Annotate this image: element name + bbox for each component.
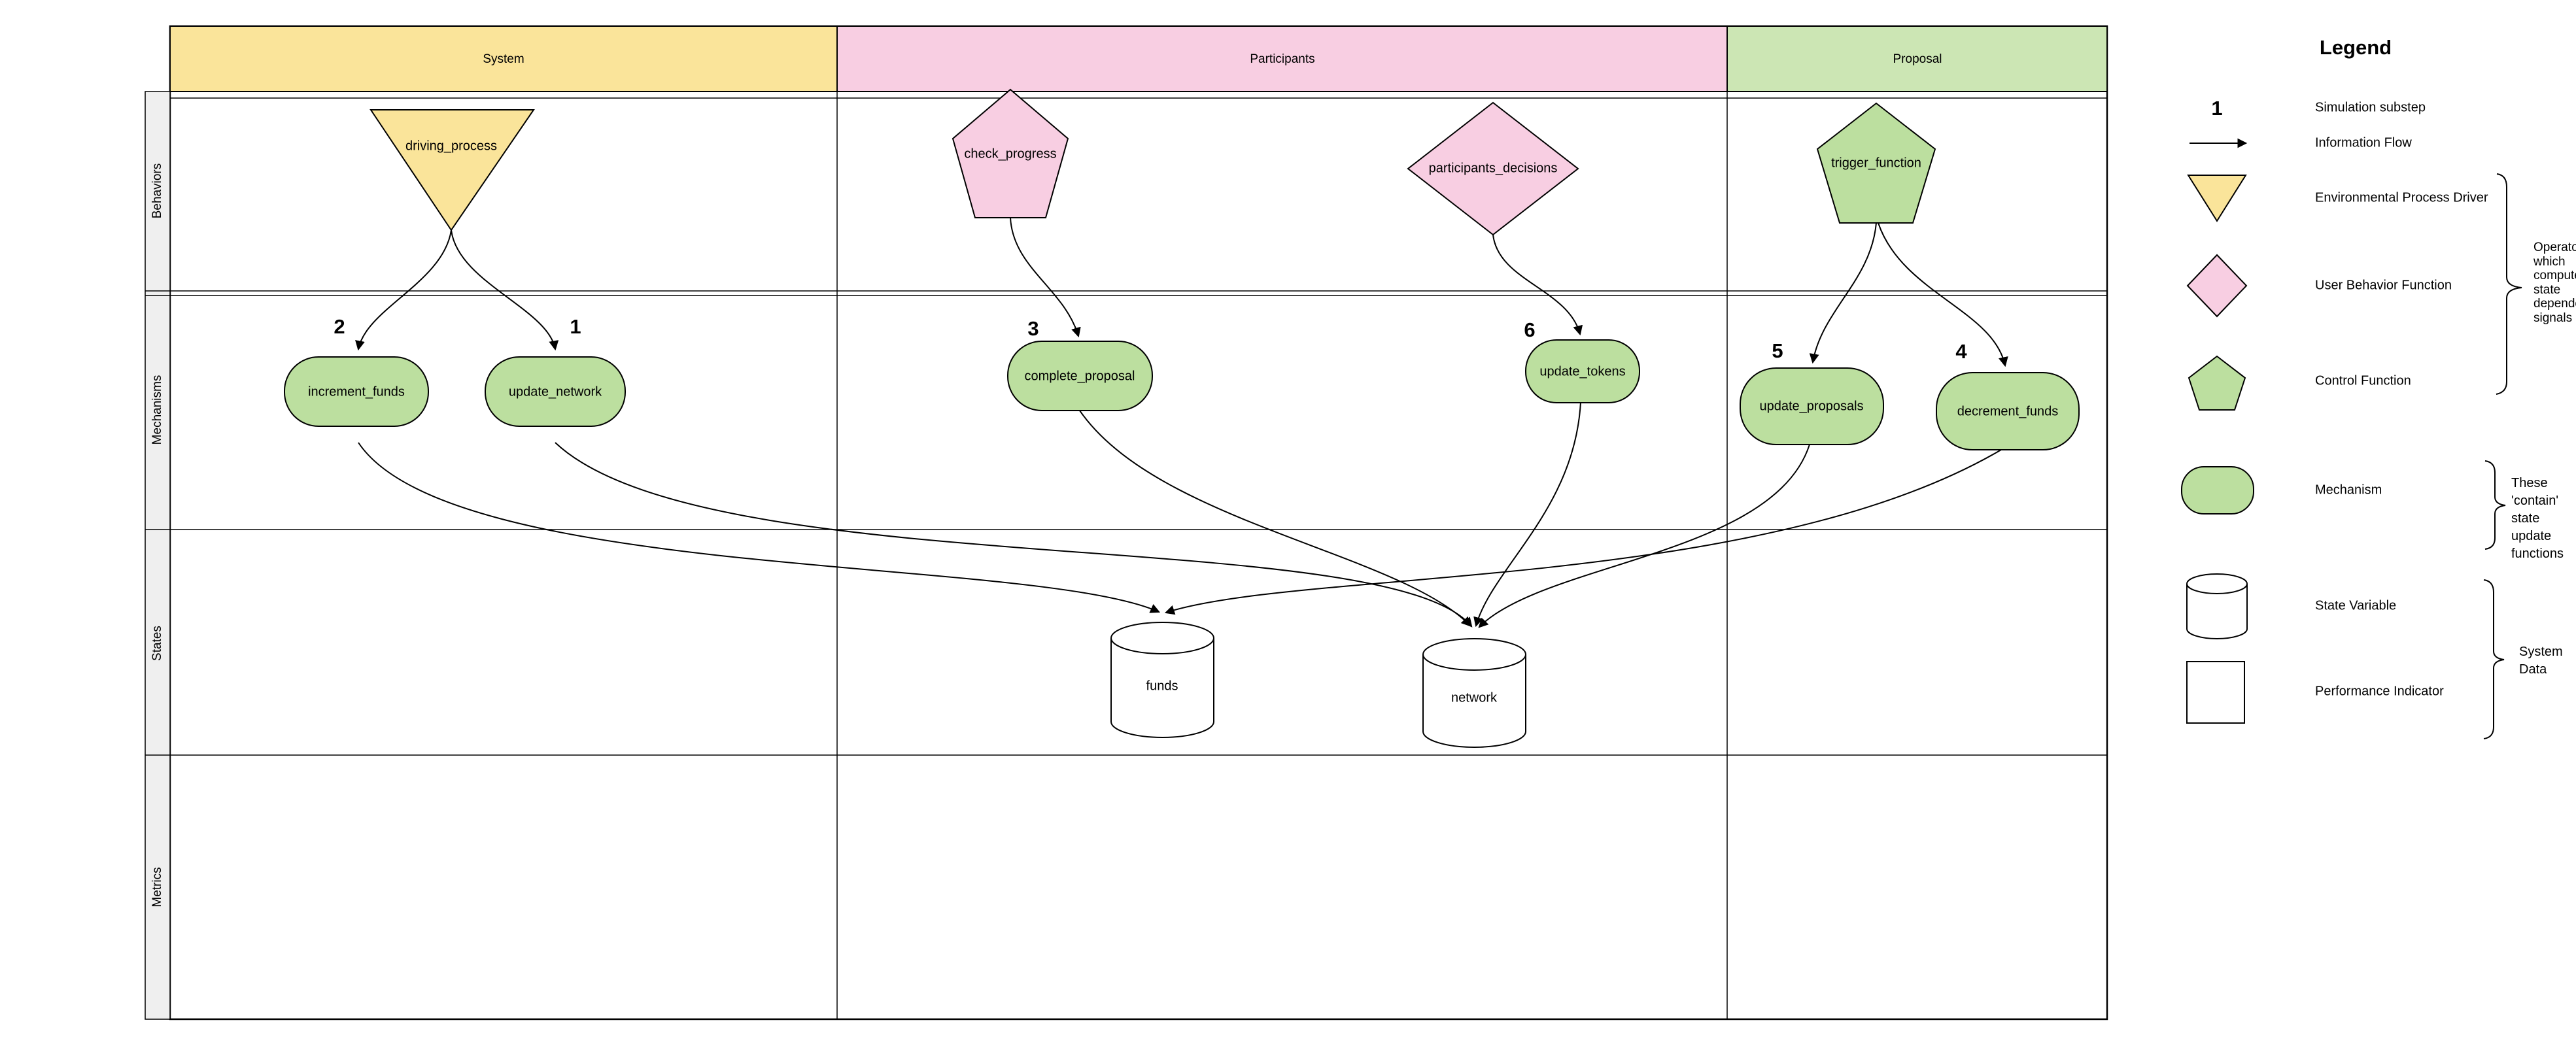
annotation-line: functions: [2511, 547, 2564, 561]
edge-driving-process-increment-funds[interactable]: [355, 229, 452, 351]
node-update-network[interactable]: [485, 356, 626, 427]
node-label-participants-decisions: participants_decisions: [1428, 161, 1558, 176]
brace-operators: [2496, 173, 2522, 395]
legend-label-performance-indicator: Performance Indicator: [2315, 684, 2444, 699]
node-label-funds: funds: [1146, 679, 1178, 694]
node-label-check-progress: check_progress: [964, 146, 1057, 161]
node-label-increment-funds: increment_funds: [308, 384, 405, 399]
substep-number-update-proposals: 5: [1772, 339, 1783, 362]
edge-trigger-function-update-proposals[interactable]: [1809, 222, 1877, 364]
header-label-proposal: Proposal: [1893, 52, 1942, 66]
annotation-line: dependent: [2533, 297, 2576, 311]
node-label-network: network: [1451, 690, 1498, 705]
legend-label-mechanism: Mechanism: [2315, 482, 2382, 498]
legend-cylinder-icon-top: [2186, 573, 2248, 594]
node-check-progress-pentagon[interactable]: [952, 88, 1069, 218]
column-header-proposal: [1726, 25, 2108, 92]
legend-diamond-icon: [2186, 254, 2248, 318]
annotation-line: state: [2511, 511, 2540, 526]
legend-substep-number-icon: 1: [2211, 97, 2223, 120]
node-label-update-proposals: update_proposals: [1759, 399, 1864, 414]
annotation-system-data: System Data: [2519, 643, 2563, 679]
legend-stadium-icon: [2181, 466, 2254, 515]
substep-number-update-tokens: 6: [1524, 318, 1536, 341]
edge-participants-decisions-update-tokens[interactable]: [1492, 234, 1583, 336]
legend-pentagon-icon: [2188, 355, 2246, 411]
header-label-system: System: [483, 52, 524, 66]
annotation-operators-signals: Operators which compute state dependent …: [2533, 241, 2576, 325]
legend-label-information-flow: Information Flow: [2315, 135, 2412, 150]
node-funds-cylinder-body[interactable]: [1110, 638, 1214, 738]
legend-label-state-variable: State Variable: [2315, 598, 2397, 613]
node-label-driving-process: driving_process: [405, 139, 498, 154]
annotation-line: signals: [2533, 311, 2573, 325]
node-update-tokens[interactable]: [1525, 339, 1640, 403]
node-participants-decisions-diamond[interactable]: [1407, 101, 1579, 236]
row-label-strip: [145, 91, 171, 1020]
annotation-line: compute: [2533, 269, 2576, 282]
substep-number-increment-funds: 2: [334, 315, 345, 338]
edge-decrement-funds-funds[interactable]: [1164, 449, 2002, 615]
legend-label-environmental-process-driver: Environmental Process Driver: [2315, 190, 2488, 205]
header-label-participants: Participants: [1250, 52, 1315, 66]
row-label-behaviors: Behaviors: [150, 163, 164, 219]
annotation-line: Operators: [2533, 241, 2576, 254]
node-label-complete-proposal: complete_proposal: [1024, 369, 1135, 384]
legend-label-control-function: Control Function: [2315, 373, 2411, 388]
node-funds-cylinder-top[interactable]: [1110, 622, 1214, 654]
annotation-line: 'contain': [2511, 494, 2559, 508]
node-network-cylinder-top[interactable]: [1422, 638, 1526, 671]
brace-system-data: [2483, 579, 2505, 739]
brace-mechanism: [2484, 460, 2506, 550]
swimlane-grid: [145, 25, 2108, 1021]
node-label-update-network: update_network: [508, 384, 602, 399]
annotation-line: state: [2533, 282, 2561, 297]
annotation-line: update: [2511, 529, 2552, 543]
row-label-mechanisms: Mechanisms: [150, 375, 164, 445]
node-complete-proposal[interactable]: [1007, 341, 1153, 411]
annotation-contain-state-update: These 'contain' state update functions: [2511, 475, 2564, 563]
legend-cylinder-icon-body: [2186, 584, 2248, 639]
annotation-line: Data: [2519, 662, 2547, 677]
legend-title: Legend: [2319, 36, 2392, 59]
edge-update-tokens-network[interactable]: [1473, 401, 1581, 628]
grid-outer-border: [169, 25, 2108, 1021]
annotation-line: which: [2533, 254, 2566, 269]
edges: [355, 217, 2008, 628]
node-label-decrement-funds: decrement_funds: [1957, 404, 2059, 419]
annotation-line: System: [2519, 645, 2563, 659]
legend-label-simulation-substep: Simulation substep: [2315, 100, 2426, 115]
legend-label-user-behavior-function: User Behavior Function: [2315, 278, 2452, 293]
node-driving-process-triangle[interactable]: [369, 109, 535, 231]
edge-update-network-network[interactable]: [555, 442, 1473, 628]
edge-increment-funds-funds[interactable]: [358, 442, 1161, 613]
row-label-states: States: [150, 626, 164, 661]
node-increment-funds[interactable]: [284, 356, 429, 427]
edge-driving-process-update-network[interactable]: [451, 229, 559, 351]
node-update-proposals[interactable]: [1740, 367, 1884, 445]
edge-complete-proposal-network[interactable]: [1079, 410, 1471, 627]
edge-trigger-function-decrement-funds[interactable]: [1878, 222, 2008, 367]
annotation-line: These: [2511, 476, 2548, 490]
legend-triangle-icon: [2187, 175, 2247, 222]
node-network-cylinder-body[interactable]: [1422, 654, 1526, 748]
node-label-update-tokens: update_tokens: [1539, 364, 1626, 379]
substep-number-update-network: 1: [570, 315, 581, 338]
node-label-trigger-function: trigger_function: [1831, 156, 1921, 171]
nodes: [284, 88, 2080, 748]
column-header-participants: [836, 25, 1728, 92]
substep-number-decrement-funds: 4: [1955, 340, 1967, 363]
edge-check-progress-complete-proposal[interactable]: [1010, 217, 1081, 338]
legend-symbols: [2181, 138, 2522, 739]
row-label-metrics: Metrics: [150, 867, 164, 907]
node-trigger-function-pentagon[interactable]: [1816, 102, 1936, 224]
node-decrement-funds[interactable]: [1936, 372, 2080, 450]
legend-rectangle-icon: [2186, 661, 2245, 724]
column-header-system: [169, 25, 838, 92]
substep-number-complete-proposal: 3: [1027, 317, 1039, 340]
